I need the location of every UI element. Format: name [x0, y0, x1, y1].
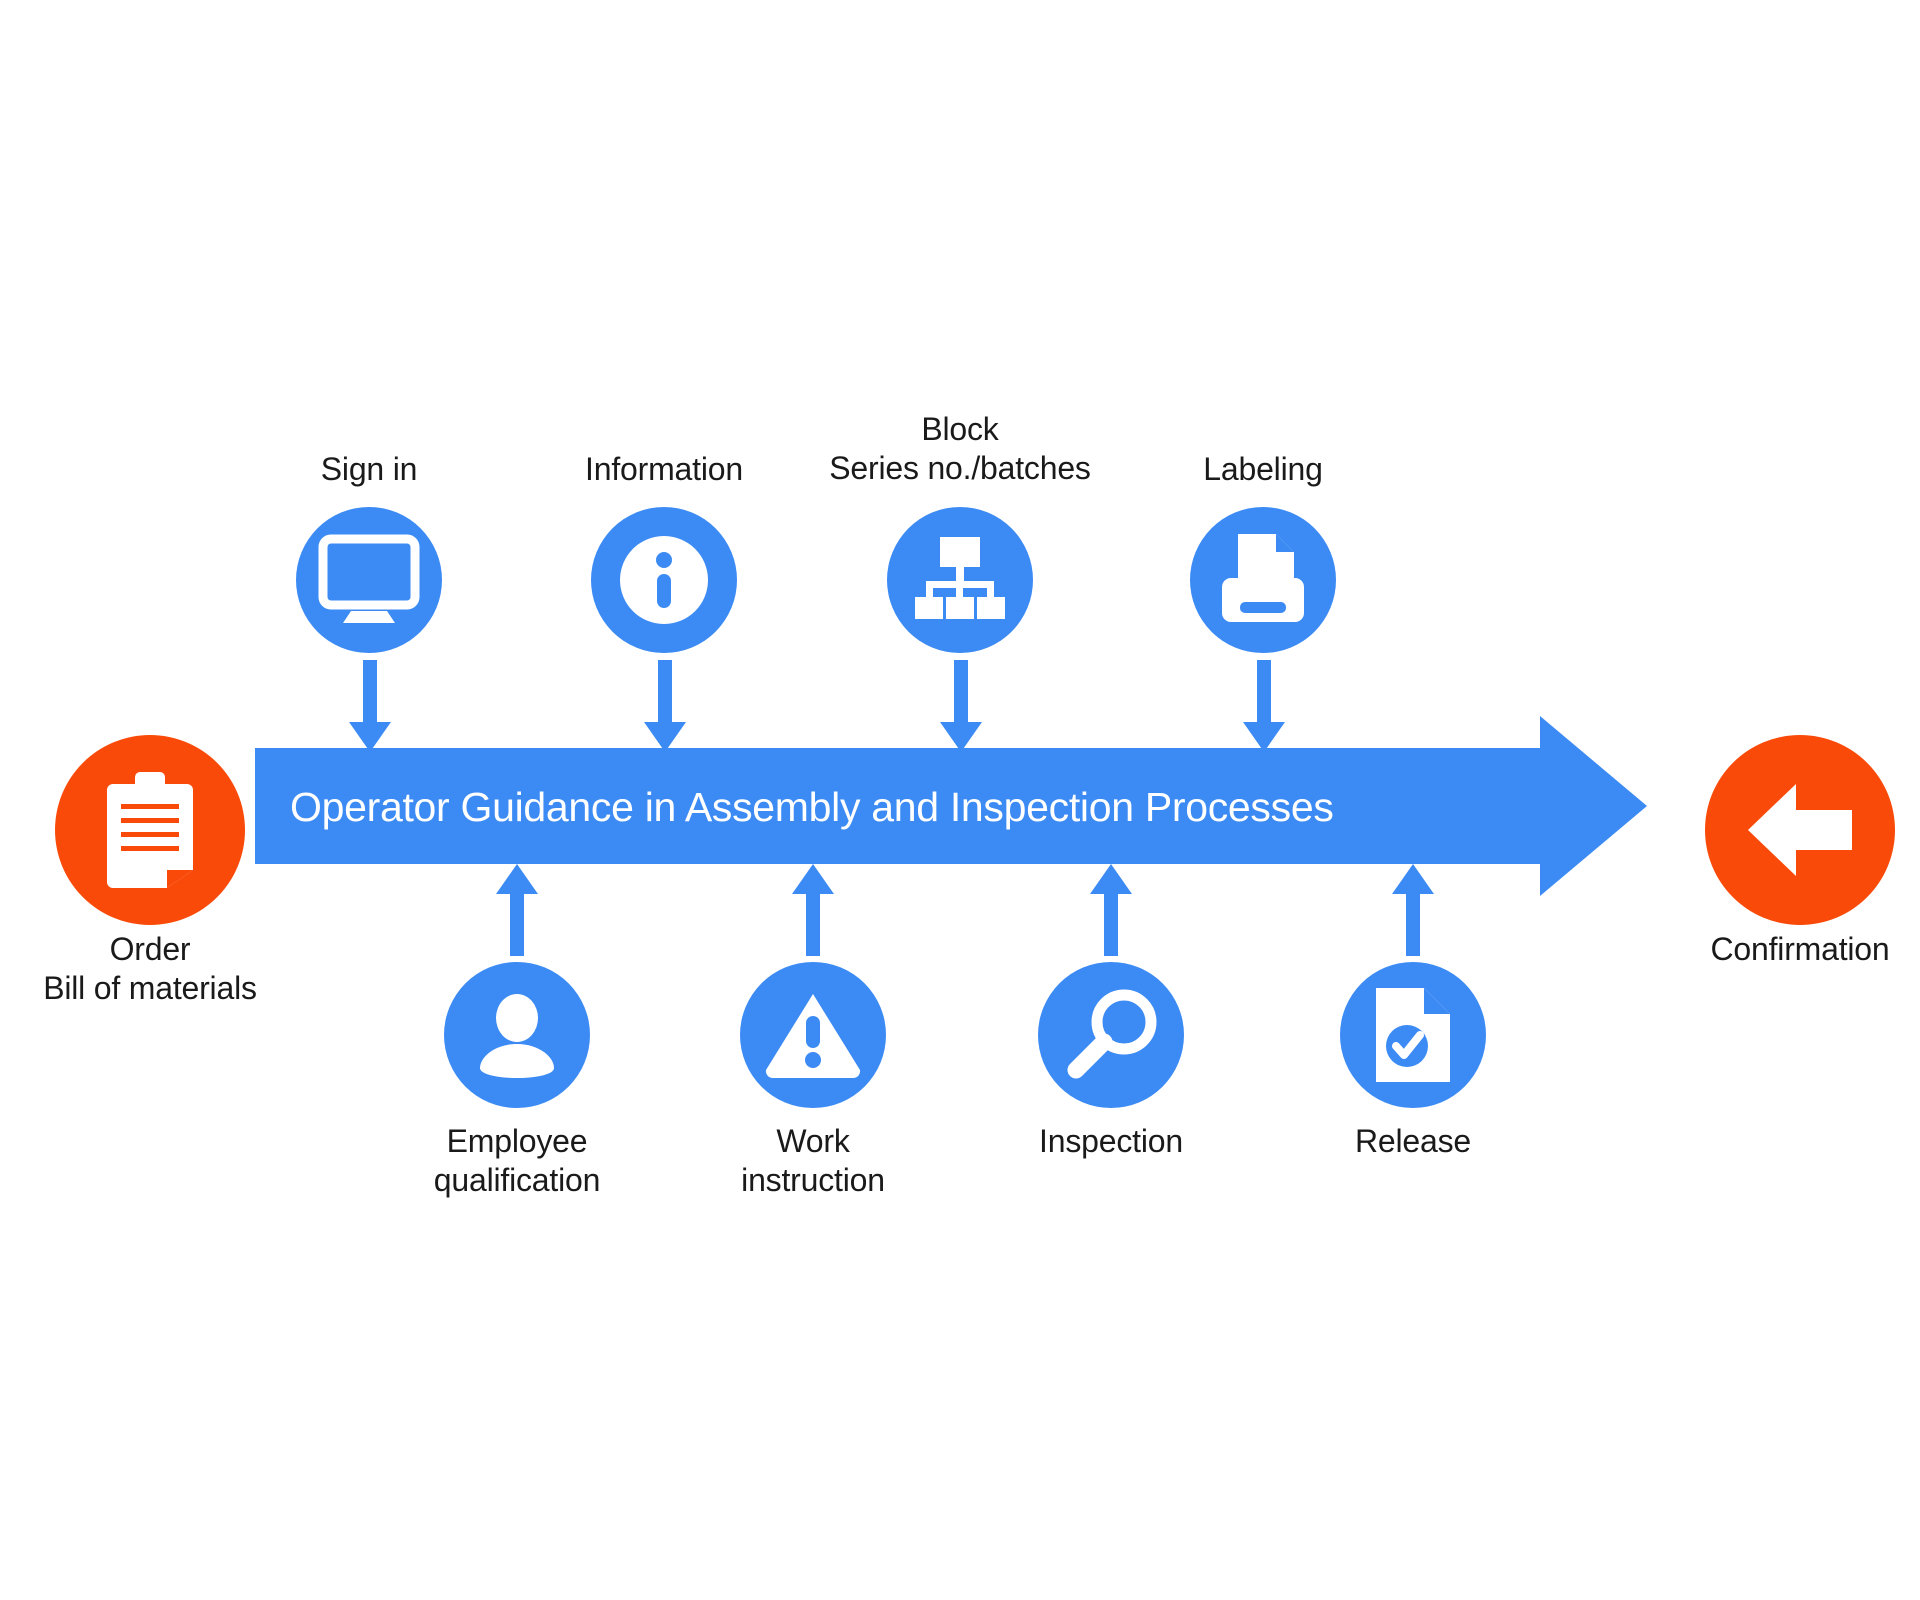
process-banner: [255, 716, 1655, 896]
start-node-circle[interactable]: [55, 735, 245, 925]
top-node-circle-1[interactable]: [591, 507, 737, 653]
person-icon: [480, 994, 554, 1078]
bottom-node-circle-2[interactable]: [1038, 962, 1184, 1108]
bottom-node-label-0: Employee qualification: [433, 1123, 601, 1199]
monitor-icon: [318, 534, 420, 623]
bottom-node-circle-3[interactable]: [1340, 962, 1486, 1108]
arrow-left-icon: [1748, 784, 1852, 876]
connector-arrow-down-2: [940, 660, 982, 752]
connector-arrow-up-1: [792, 864, 834, 956]
bottom-node-label-1: Work instruction: [741, 1123, 885, 1199]
bottom-node-circle-0[interactable]: [444, 962, 590, 1108]
document-check-icon: [1376, 988, 1450, 1082]
banner-arrow-shape: [255, 716, 1647, 896]
top-node-circle-2[interactable]: [887, 507, 1033, 653]
top-node-label-0: Sign in: [320, 451, 418, 487]
connector-arrow-up-3: [1392, 864, 1434, 956]
bottom-node-label-2: Inspection: [1039, 1123, 1183, 1159]
clipboard-icon: [107, 772, 193, 888]
end-node-label: Confirmation: [1710, 931, 1890, 967]
top-node-label-3: Labeling: [1203, 451, 1323, 487]
top-node-label-2: Block Series no./batches: [829, 411, 1091, 487]
start-node-label: Order Bill of materials: [43, 931, 257, 1007]
hierarchy-icon: [915, 537, 1005, 619]
bottom-node-circle-1[interactable]: [740, 962, 886, 1108]
info-icon: [620, 536, 708, 624]
top-node-circle-0[interactable]: [296, 507, 442, 653]
magnifier-icon: [1067, 989, 1157, 1079]
connector-arrow-down-0: [349, 660, 391, 752]
connector-arrow-up-2: [1090, 864, 1132, 956]
bottom-node-label-3: Release: [1354, 1123, 1471, 1159]
banner-title: Operator Guidance in Assembly and Inspec…: [290, 784, 1334, 830]
connector-arrow-down-3: [1243, 660, 1285, 752]
printer-icon: [1222, 534, 1304, 622]
top-node-circle-3[interactable]: [1190, 507, 1336, 653]
connector-arrow-up-0: [496, 864, 538, 956]
warning-triangle-icon: [765, 994, 861, 1078]
end-node-circle[interactable]: [1705, 735, 1895, 925]
top-node-label-1: Information: [585, 451, 743, 487]
connector-arrow-down-1: [644, 660, 686, 752]
